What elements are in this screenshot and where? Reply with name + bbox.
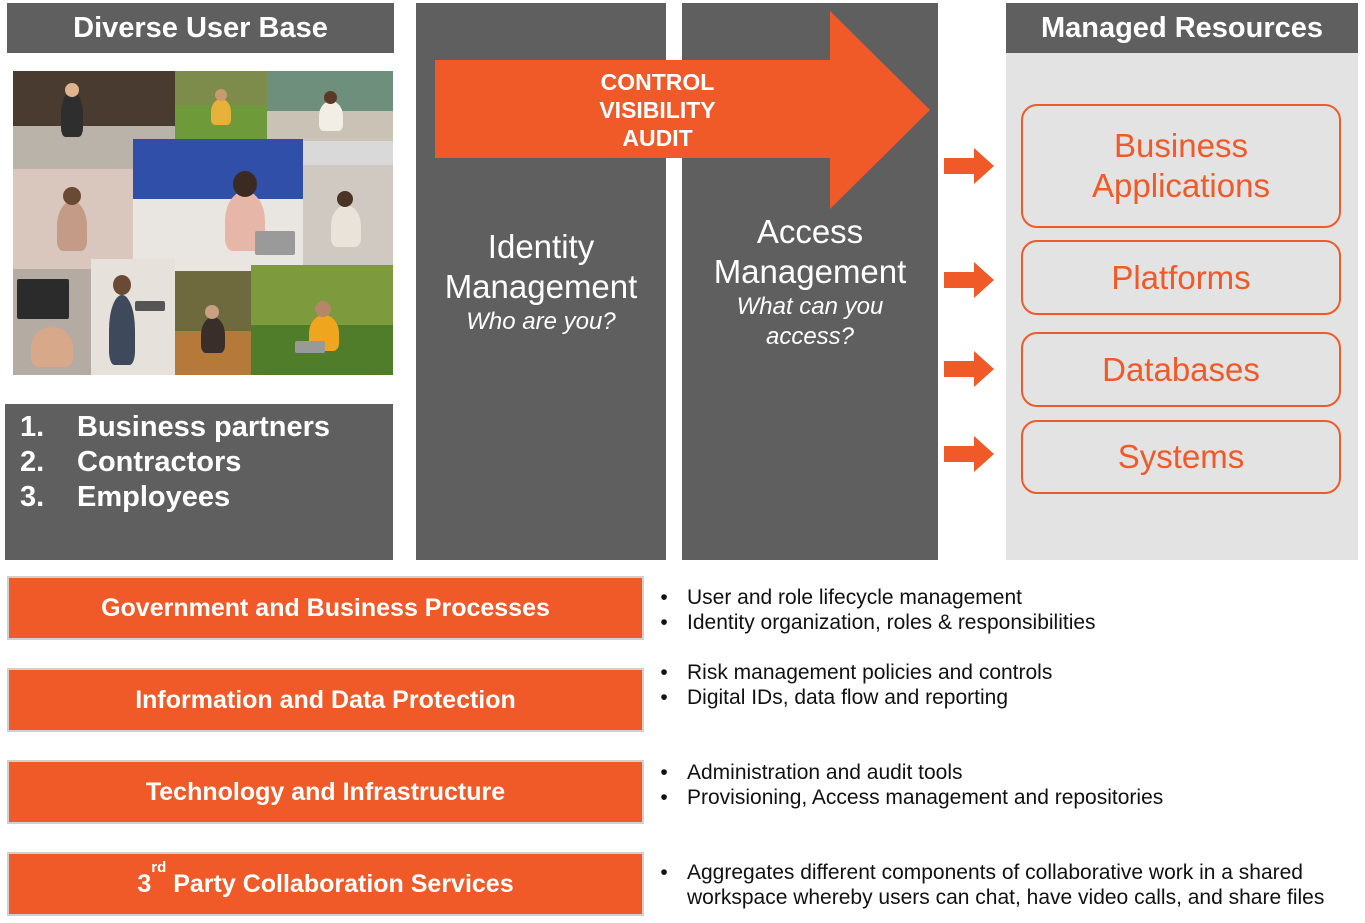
identity-title-line2: Management bbox=[444, 268, 638, 305]
right-arrow-icon bbox=[944, 351, 994, 387]
pillar-label: Information and Data Protection bbox=[135, 685, 516, 714]
list-item: 3. Employees bbox=[20, 480, 393, 515]
resource-label: Databases bbox=[1102, 350, 1260, 388]
resource-label: Systems bbox=[1117, 438, 1245, 475]
pillar-label: 3rd Party Collaboration Services bbox=[137, 860, 514, 899]
bullet-text: Provisioning, Access management and repo… bbox=[687, 786, 1164, 809]
arrow-label: CONTROL VISIBILITY AUDIT bbox=[560, 68, 755, 152]
bullet-text-continued: workspace whereby users can chat, have v… bbox=[687, 886, 1325, 909]
identity-title-line1: Identity bbox=[487, 228, 595, 265]
photo-tile bbox=[13, 169, 133, 269]
bullet-item: • Provisioning, Access management and rep… bbox=[658, 785, 1358, 810]
list-number: 2. bbox=[20, 446, 45, 478]
bullet-text: Aggregates different components of colla… bbox=[687, 861, 1303, 884]
resource-label-line2: Applications bbox=[1092, 167, 1270, 204]
photo-tile bbox=[303, 165, 393, 265]
bullet-dot: • bbox=[660, 861, 668, 884]
photo-tile bbox=[251, 265, 393, 375]
pillar-bullets: • User and role lifecycle management • Ide… bbox=[658, 585, 1358, 635]
access-subtitle-line1: What can you bbox=[736, 293, 884, 320]
resource-databases: Databases bbox=[1021, 332, 1341, 407]
photo-tile bbox=[133, 139, 303, 271]
bullet-text: Administration and audit tools bbox=[687, 761, 963, 784]
resource-systems: Systems bbox=[1021, 420, 1341, 494]
pillar-information-data-protection: Information and Data Protection bbox=[7, 668, 644, 732]
resource-label-line1: Business bbox=[1114, 127, 1248, 164]
bullet-dot: • bbox=[660, 761, 668, 784]
user-type-list: 1. Business partners 2. Contractors 3. E… bbox=[5, 404, 393, 560]
bullet-item: • Administration and audit tools bbox=[658, 760, 1358, 785]
pillar-label-prefix: 3 bbox=[137, 869, 152, 898]
photo-tile bbox=[175, 71, 267, 139]
pillar-label-superscript: rd bbox=[151, 859, 167, 877]
managed-resources-header: Managed Resources bbox=[1006, 3, 1358, 53]
resource-platforms: Platforms bbox=[1021, 240, 1341, 315]
list-label: Business partners bbox=[77, 411, 331, 443]
list-number: 1. bbox=[20, 411, 45, 443]
bullet-dot: • bbox=[660, 586, 668, 609]
arrow-label-audit: AUDIT bbox=[622, 125, 693, 151]
bullet-item: • Risk management policies and controls bbox=[658, 660, 1358, 685]
photo-tile bbox=[13, 269, 91, 375]
user-base-title: Diverse User Base bbox=[73, 11, 328, 44]
access-subtitle-line2: access? bbox=[765, 323, 855, 350]
right-arrow-icon bbox=[944, 436, 994, 472]
photo-tile bbox=[267, 71, 393, 141]
access-title-line2: Management bbox=[713, 253, 907, 290]
pillar-government-business-processes: Government and Business Processes bbox=[7, 576, 644, 640]
pillar-label-rest: Party Collaboration Services bbox=[166, 869, 514, 898]
pillar-bullets: • Aggregates different components of coll… bbox=[658, 860, 1358, 910]
user-base-header: Diverse User Base bbox=[7, 3, 394, 53]
photo-tile bbox=[91, 259, 175, 375]
pillar-technology-infrastructure: Technology and Infrastructure bbox=[7, 760, 644, 824]
list-label: Employees bbox=[77, 481, 231, 513]
right-arrow-icon bbox=[944, 262, 994, 298]
pillar-bullets: • Administration and audit tools • Provisi… bbox=[658, 760, 1358, 810]
list-item: 1. Business partners bbox=[20, 410, 393, 445]
list-number: 3. bbox=[20, 481, 45, 513]
managed-resources-title: Managed Resources bbox=[1040, 11, 1324, 44]
bullet-item: • Aggregates different components of coll… bbox=[658, 860, 1358, 885]
photo-tile bbox=[175, 271, 251, 375]
resource-label: Platforms bbox=[1111, 258, 1251, 296]
pillar-third-party-collaboration: 3rd Party Collaboration Services bbox=[7, 852, 644, 916]
bullet-text: User and role lifecycle management bbox=[687, 586, 1022, 609]
arrow-label-visibility: VISIBILITY bbox=[599, 97, 716, 123]
bullet-dot: • bbox=[660, 611, 668, 634]
list-label: Contractors bbox=[77, 446, 242, 478]
pillar-bullets: • Risk management policies and controls •… bbox=[658, 660, 1358, 710]
bullet-item: • Identity organization, roles & responsi… bbox=[658, 610, 1358, 635]
bullet-item: • User and role lifecycle management bbox=[658, 585, 1358, 610]
photo-tile bbox=[13, 71, 175, 169]
access-title-line1: Access bbox=[756, 213, 864, 250]
bullet-text: Risk management policies and controls bbox=[687, 661, 1053, 684]
user-photo-collage bbox=[13, 71, 393, 375]
right-arrow-icon bbox=[435, 11, 930, 209]
bullet-text: Digital IDs, data flow and reporting bbox=[687, 686, 1008, 709]
bullet-dot: • bbox=[660, 661, 668, 684]
right-arrow-icon bbox=[944, 148, 994, 184]
bullet-dot: • bbox=[660, 686, 668, 709]
pillar-label: Government and Business Processes bbox=[101, 593, 550, 622]
bullet-item: • Digital IDs, data flow and reporting bbox=[658, 685, 1358, 710]
bullet-text: Identity organization, roles & responsib… bbox=[687, 611, 1096, 634]
identity-subtitle: Who are you? bbox=[466, 308, 616, 335]
bullet-dot: • bbox=[660, 786, 668, 809]
resource-business-applications: Business Applications bbox=[1021, 104, 1341, 228]
list-item: 2. Contractors bbox=[20, 445, 393, 480]
arrow-label-control: CONTROL bbox=[600, 69, 715, 95]
pillar-label: Technology and Infrastructure bbox=[145, 777, 506, 806]
